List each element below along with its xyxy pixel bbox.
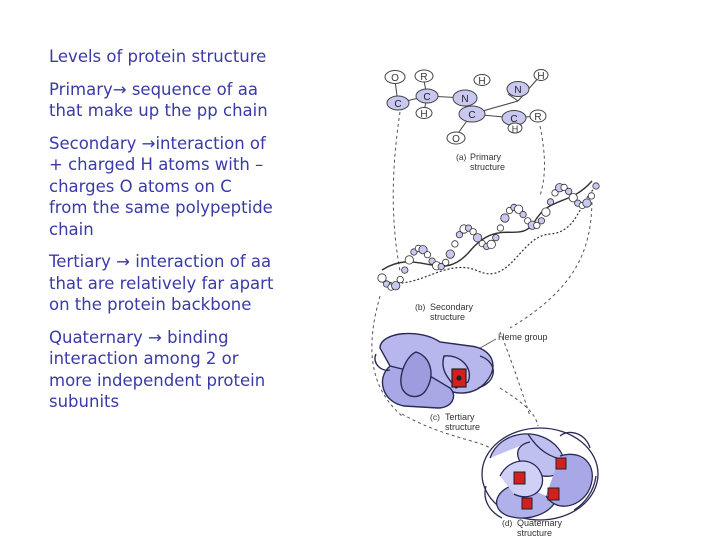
svg-text:H: H: [537, 71, 544, 82]
helix-atom: [587, 192, 595, 200]
helix-atom: [546, 198, 555, 206]
helix-atom: [445, 249, 455, 259]
helix-atom: [377, 273, 387, 283]
helix-atom: [404, 255, 414, 265]
tertiary-ribbon: [374, 332, 494, 409]
secondary-text: Secondary →interaction of + charged H at…: [49, 133, 273, 239]
svg-text:(d): (d): [502, 518, 513, 528]
helix-atom: [537, 217, 545, 225]
helix-atom: [500, 213, 510, 223]
protein-structure-figure: O R C C H N H C O N H C R H (: [371, 69, 600, 538]
helix-atom: [568, 193, 578, 203]
helix-atoms: [377, 182, 600, 291]
tertiary-text: Tertiary → interaction of aa that are re…: [49, 252, 274, 314]
primary-atoms: O R C C H N H C O N H C R H: [384, 69, 549, 145]
svg-text:N: N: [461, 94, 468, 105]
svg-text:O: O: [391, 73, 399, 84]
helix-atom: [451, 240, 459, 248]
svg-text:(c): (c): [430, 412, 440, 422]
primary-text: Primary→ sequence of aa that make up the…: [49, 79, 268, 121]
helix-atom: [464, 224, 473, 232]
svg-text:(a): (a): [456, 152, 467, 162]
quaternary-text: Quaternary → binding interaction among 2…: [49, 327, 266, 412]
helix-atom: [469, 228, 477, 236]
helix-atom: [423, 251, 432, 259]
quaternary-ribbons: [481, 427, 599, 521]
helix-atom: [473, 233, 483, 243]
helix-atom: [455, 231, 464, 239]
helix-atom: [486, 239, 496, 249]
secondary-helix: [377, 180, 600, 291]
helix-atom: [492, 234, 500, 242]
svg-text:Primary: Primary: [470, 152, 501, 162]
svg-text:H: H: [420, 109, 427, 120]
helix-atom: [401, 266, 409, 274]
svg-text:R: R: [420, 72, 427, 83]
helix-atom: [541, 207, 551, 217]
heme-groups-quaternary: [513, 457, 567, 510]
helix-atom: [551, 189, 559, 197]
svg-text:(b): (b): [415, 302, 426, 312]
svg-text:structure: structure: [445, 422, 480, 432]
svg-text:Tertiary: Tertiary: [445, 412, 475, 422]
svg-text:Quaternary: Quaternary: [517, 518, 563, 528]
svg-text:C: C: [468, 110, 475, 121]
helix-atom: [396, 276, 404, 284]
svg-text:C: C: [510, 114, 517, 125]
title-text: Levels of protein structure: [49, 47, 267, 66]
svg-text:H: H: [512, 124, 519, 134]
svg-text:N: N: [514, 85, 521, 96]
helix-atom: [560, 183, 568, 191]
helix-atom: [592, 182, 600, 190]
helix-atom: [533, 221, 541, 229]
helix-atom: [514, 204, 524, 214]
svg-text:structure: structure: [470, 162, 505, 172]
helix-atom: [582, 198, 592, 208]
svg-text:O: O: [452, 134, 460, 145]
helix-atom: [391, 281, 401, 291]
helix-atom: [565, 187, 573, 195]
dashed-guides: [371, 111, 593, 449]
svg-text:structure: structure: [430, 312, 465, 322]
helix-atom: [437, 262, 445, 271]
helix-atom: [442, 258, 450, 266]
svg-text:structure: structure: [517, 528, 552, 538]
svg-text:Secondary: Secondary: [430, 302, 474, 312]
helix-atom: [519, 210, 527, 219]
helix-atom: [496, 224, 504, 232]
svg-text:C: C: [423, 92, 430, 103]
svg-text:H: H: [478, 76, 485, 87]
svg-text:R: R: [534, 112, 541, 123]
text-column: Levels of protein structure Primary→ seq…: [49, 46, 274, 424]
svg-text:Heme group: Heme group: [498, 332, 548, 342]
helix-atom: [418, 245, 428, 255]
svg-text:C: C: [394, 99, 401, 110]
